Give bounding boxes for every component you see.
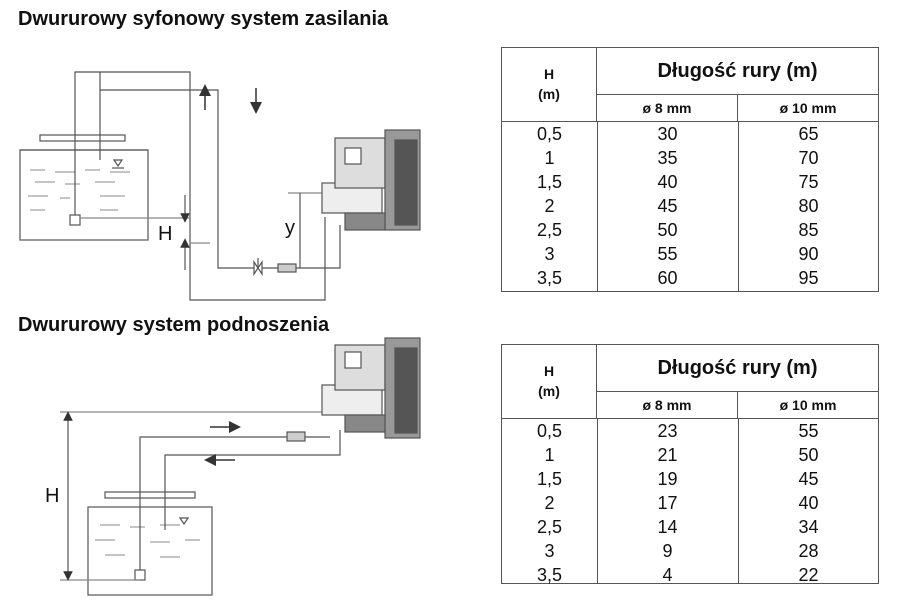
length-10mm-cell: 80 [798, 196, 819, 216]
top-pipe-filter [277, 263, 297, 273]
bottom-return-pipe [164, 430, 341, 530]
h-value-cell: 0,5 [536, 124, 563, 144]
h-column-header: H (m) [502, 48, 597, 122]
h-value-cell: 1 [544, 148, 555, 168]
siphon-diagram [19, 71, 421, 301]
top-return-pipe [99, 89, 341, 269]
length-8mm-cell: 50 [657, 220, 678, 240]
length-10mm-cell: 65 [798, 124, 819, 144]
col-8mm-header: ø 8 mm [597, 392, 738, 419]
length-8mm-cell: 40 [657, 172, 678, 192]
length-10mm-cell: 45 [798, 469, 819, 489]
pipe-length-header: Długość rury (m) [597, 345, 878, 392]
length-8mm-cell: 35 [657, 148, 678, 168]
length-8mm-cell: 55 [657, 244, 678, 264]
length-10mm-cell: 40 [798, 493, 819, 513]
length-10mm-cell: 70 [798, 148, 819, 168]
bottom-foot-filter [134, 569, 146, 581]
length-8mm-cell: 17 [657, 493, 678, 513]
length-10mm-cell: 34 [798, 517, 819, 537]
h-value-cell: 1 [544, 445, 555, 465]
length-8mm-cell: 14 [657, 517, 678, 537]
lift-diagram [60, 337, 421, 596]
length-10mm-cell: 75 [798, 172, 819, 192]
h-value-cell: 3,5 [536, 565, 563, 585]
length-10mm-cell: 50 [798, 445, 819, 465]
top-foot-filter [69, 214, 81, 226]
table-row: 3,5 60 95 [502, 266, 878, 290]
length-8mm-cell: 19 [657, 469, 678, 489]
table-body: 0,5 30 65 1 35 70 1,5 40 75 2 45 80 2,5 50 85 3 55 90 3,5 6… [502, 122, 878, 290]
length-10mm-cell: 55 [798, 421, 819, 441]
h-value-cell: 0,5 [536, 421, 563, 441]
length-8mm-cell: 9 [662, 541, 673, 561]
length-10mm-cell: 90 [798, 244, 819, 264]
top-burner [321, 129, 421, 231]
bottom-burner [321, 337, 421, 439]
table-row: 1,5 19 45 [502, 467, 878, 491]
h-value-cell: 3,5 [536, 268, 563, 288]
pipe-length-header: Długość rury (m) [597, 48, 878, 95]
length-10mm-cell: 85 [798, 220, 819, 240]
h-value-cell: 2 [544, 196, 555, 216]
h-value-cell: 2,5 [536, 517, 563, 537]
h-value-cell: 1,5 [536, 172, 563, 192]
length-8mm-cell: 60 [657, 268, 678, 288]
bottom-pipe-filter [286, 431, 306, 442]
table-row: 2,5 14 34 [502, 515, 878, 539]
table-row: 2,5 50 85 [502, 218, 878, 242]
h-value-cell: 1,5 [536, 469, 563, 489]
bottom-suction-pipe [139, 436, 330, 572]
length-8mm-cell: 21 [657, 445, 678, 465]
table-row: 2 17 40 [502, 491, 878, 515]
length-8mm-cell: 30 [657, 124, 678, 144]
table-row: 3 9 28 [502, 539, 878, 563]
col-10mm-header: ø 10 mm [738, 95, 878, 122]
col-10mm-header: ø 10 mm [738, 392, 878, 419]
length-8mm-cell: 45 [657, 196, 678, 216]
top-suction-pipe [74, 71, 326, 301]
table-body: 0,5 23 55 1 21 50 1,5 19 45 2 17 40 2,5 14 34 3 9 28 3,5 4 2… [502, 419, 878, 587]
table-row: 0,5 30 65 [502, 122, 878, 146]
lift-system-title: Dwururowy system podnoszenia [18, 314, 330, 336]
h-column-header: H (m) [502, 345, 597, 419]
siphon-pipe-length-table: H (m) Długość rury (m) ø 8 mm ø 10 mm 0,… [501, 47, 879, 292]
length-10mm-cell: 22 [798, 565, 819, 585]
length-8mm-cell: 23 [657, 421, 678, 441]
h-value-cell: 2 [544, 493, 555, 513]
lift-pipe-length-table: H (m) Długość rury (m) ø 8 mm ø 10 mm 0,… [501, 344, 879, 587]
table-row: 1 21 50 [502, 443, 878, 467]
length-10mm-cell: 95 [798, 268, 819, 288]
length-10mm-cell: 28 [798, 541, 819, 561]
siphon-system-title: Dwururowy syfonowy system zasilania [18, 8, 389, 30]
length-8mm-cell: 4 [662, 565, 673, 585]
table-row: 3 55 90 [502, 242, 878, 266]
table-row: 2 45 80 [502, 194, 878, 218]
table-row: 1 35 70 [502, 146, 878, 170]
top-H-label: H [158, 223, 172, 245]
bottom-H-label: H [45, 485, 59, 507]
table-row: 1,5 40 75 [502, 170, 878, 194]
top-y-label: y [285, 217, 295, 239]
col-8mm-header: ø 8 mm [597, 95, 738, 122]
h-value-cell: 3 [544, 541, 555, 561]
table-row: 3,5 4 22 [502, 563, 878, 587]
table-row: 0,5 23 55 [502, 419, 878, 443]
top-tank [19, 134, 149, 241]
h-value-cell: 2,5 [536, 220, 563, 240]
h-value-cell: 3 [544, 244, 555, 264]
